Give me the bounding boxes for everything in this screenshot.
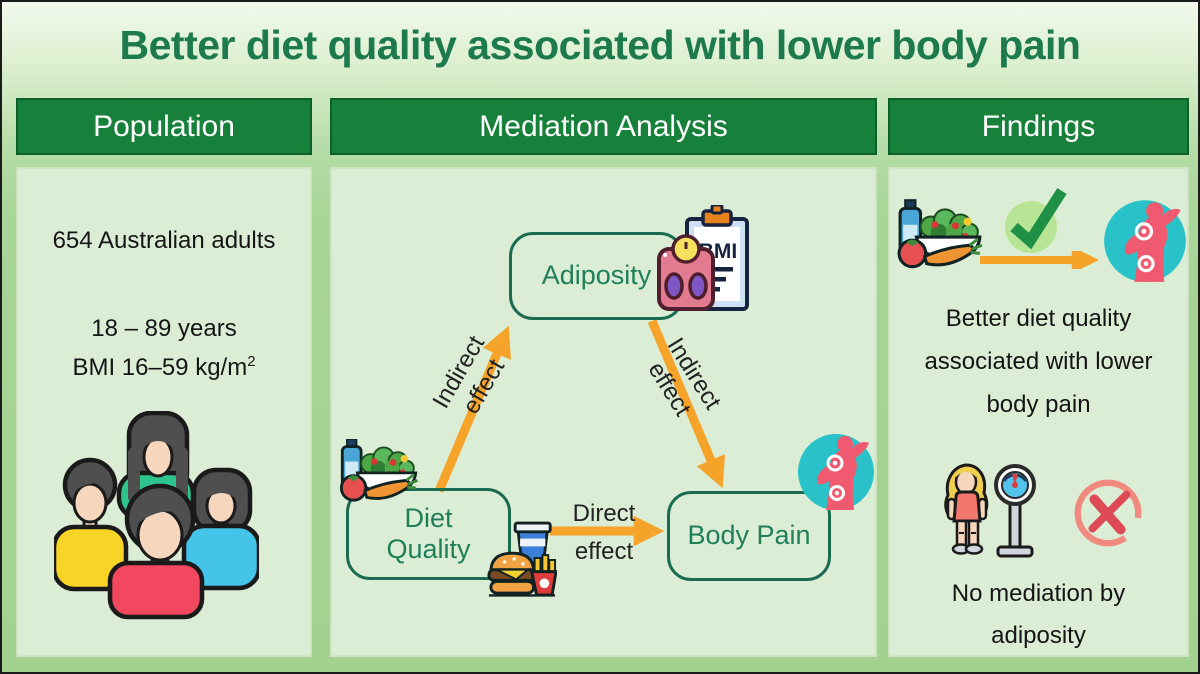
mediation-header-label: Mediation Analysis (479, 109, 728, 143)
indirect-arrow-right (647, 319, 725, 489)
direct-effect-label: Direct effect (572, 500, 636, 565)
population-panel: 654 Australian adults 18 – 89 years BMI … (16, 167, 312, 657)
woman-scale-icon (944, 463, 1036, 558)
findings-header: Findings (888, 98, 1189, 155)
body-pain-icon (798, 434, 874, 510)
diet-quality-node: Diet Quality (346, 488, 511, 580)
fast-food-icon (487, 521, 557, 597)
body-pain-label: Body Pain (687, 520, 811, 551)
adiposity-label: Adiposity (541, 260, 652, 291)
population-header: Population (16, 98, 312, 155)
healthy-food-icon (897, 199, 983, 269)
indirect-arrow-left (434, 325, 511, 493)
population-age-range: 18 – 89 years (91, 315, 237, 342)
mediation-header: Mediation Analysis (330, 98, 877, 155)
population-bmi-range: BMI 16–59 kg/m2 (72, 353, 256, 381)
people-group-icon (54, 411, 259, 620)
findings-arrow (980, 251, 1099, 269)
finding-positive-text: Better diet quality associated with lowe… (924, 305, 1153, 418)
findings-panel: Better diet quality associated with lowe… (888, 167, 1189, 657)
population-header-label: Population (93, 109, 235, 143)
finding-negative-text: No mediation by adiposity (951, 580, 1126, 649)
check-icon (1005, 188, 1067, 253)
mediation-arrows (434, 319, 725, 547)
page-title: Better diet quality associated with lowe… (119, 22, 1081, 68)
body-pain-node: Body Pain (667, 491, 831, 581)
findings-header-label: Findings (981, 109, 1096, 143)
diet-quality-label: Diet Quality (386, 502, 471, 564)
healthy-food-icon (339, 439, 419, 502)
body-pain-icon (1104, 200, 1186, 282)
mediation-panel: Adiposity Diet Quality Body Pain Indirec… (330, 167, 877, 657)
cross-icon (1074, 479, 1142, 547)
bmi-scale-clipboard-icon: BMI (657, 205, 749, 311)
population-sample-size: 654 Australian adults (52, 227, 276, 254)
